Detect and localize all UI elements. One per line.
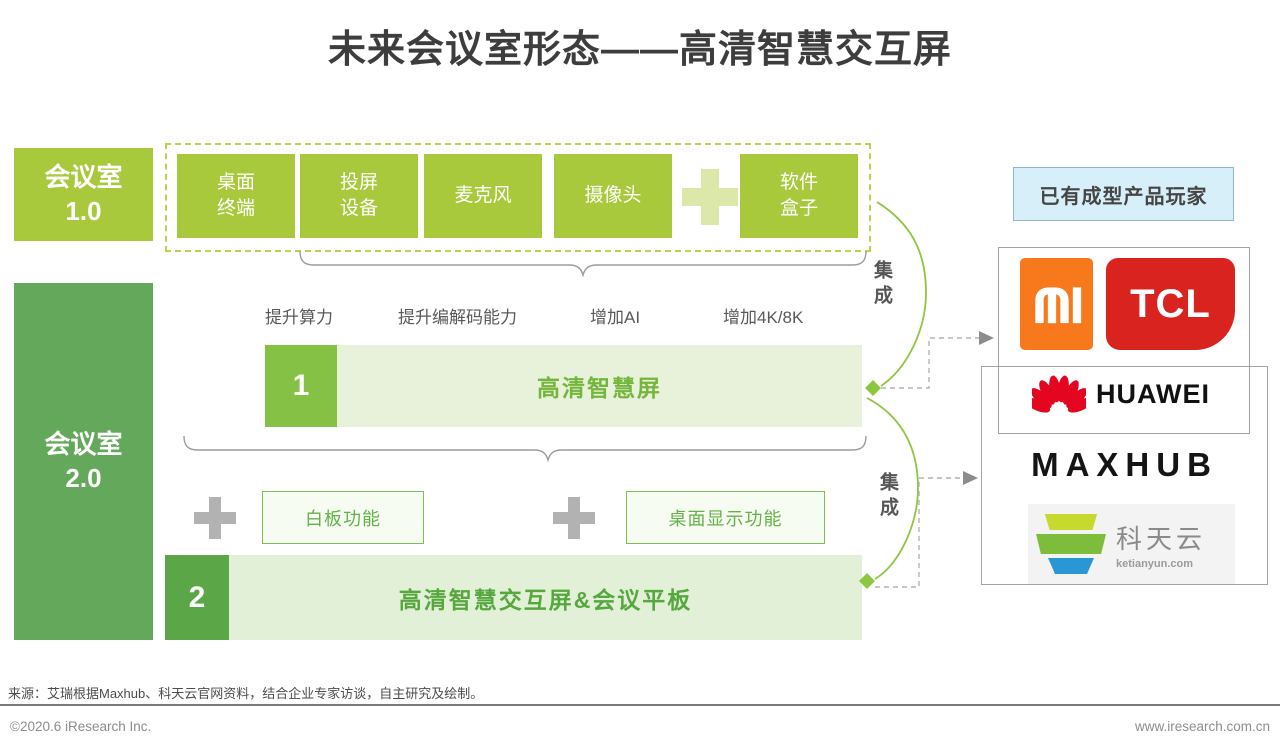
source-note: 来源：艾瑞根据Maxhub、科天云官网资料，结合企业专家访谈，自主研究及绘制。 — [8, 686, 484, 701]
ketianyun-wordmark: 科天云 — [1116, 523, 1207, 554]
component-microphone: 麦克风 — [424, 154, 542, 238]
diamond-marker-1-icon — [865, 380, 881, 396]
stage2-label-interactive-screen-conference-tablet: 高清智慧交互屏&会议平板 — [229, 555, 862, 640]
page-title: 未来会议室形态——高清智慧交互屏 — [327, 29, 952, 71]
players-box-top — [998, 247, 1250, 434]
xiaomi-logo — [1020, 258, 1093, 350]
component-desktop-terminal: 桌面 终端 — [177, 154, 295, 238]
tcl-logo: TCL — [1106, 258, 1235, 350]
arrowhead-1-icon — [979, 331, 994, 345]
ketianyun-text-block: 科天云 ketianyun.com — [1116, 519, 1206, 570]
stage1-bar: 1 高清智慧屏 — [265, 345, 862, 427]
huawei-logo: HUAWEI — [1032, 370, 1210, 418]
plus-icon — [553, 497, 595, 539]
component-casting-device: 投屏 设备 — [300, 154, 418, 238]
stage-label-meeting-room-1.0: 会议室 1.0 — [14, 148, 153, 241]
footer-divider — [0, 704, 1280, 706]
arrowhead-2-icon — [963, 471, 978, 485]
integrate-label-2: 集成 — [877, 472, 898, 522]
component-camera: 摄像头 — [554, 154, 672, 238]
stage-label-meeting-room-2.0: 会议室 2.0 — [14, 283, 153, 640]
ketianyun-logo: 科天云 ketianyun.com — [1028, 504, 1235, 584]
brace-components-icon — [299, 250, 867, 278]
players-box-bottom — [981, 366, 1268, 585]
huawei-flower-icon — [1032, 375, 1086, 413]
xiaomi-mi-glyph-icon — [1034, 287, 1081, 324]
plus-icon — [194, 497, 236, 539]
maxhub-logo: MAXHUB — [1031, 446, 1218, 483]
ketianyun-url: ketianyun.com — [1116, 557, 1194, 570]
dashed-arrow-1-line — [881, 337, 979, 389]
stage1-number: 1 — [265, 345, 337, 427]
integrate-label-1: 集成 — [871, 260, 892, 310]
upgrade-computing-power: 提升算力 — [265, 308, 333, 327]
upgrade-add-ai: 增加AI — [590, 308, 641, 327]
plus-icon — [682, 169, 738, 225]
component-software-box: 软件 盒子 — [740, 154, 858, 238]
stage2-bar: 2 高清智慧交互屏&会议平板 — [165, 555, 862, 640]
feature-desktop-display: 桌面显示功能 — [626, 491, 825, 544]
website-text: www.iresearch.com.cn — [1134, 719, 1270, 734]
upgrade-codec-capability: 提升编解码能力 — [398, 308, 517, 327]
brace-stage1-icon — [183, 435, 867, 463]
players-header: 已有成型产品玩家 — [1013, 167, 1234, 221]
stage2-number: 2 — [165, 555, 229, 640]
huawei-wordmark: HUAWEI — [1096, 378, 1210, 409]
feature-whiteboard: 白板功能 — [262, 491, 424, 544]
upgrade-add-4k8k: 增加4K/8K — [723, 308, 804, 327]
stage1-label-hd-smart-screen: 高清智慧屏 — [337, 345, 862, 427]
ketianyun-bands-icon — [1036, 510, 1106, 578]
copyright-text: ©2020.6 iResearch Inc. — [10, 719, 152, 734]
